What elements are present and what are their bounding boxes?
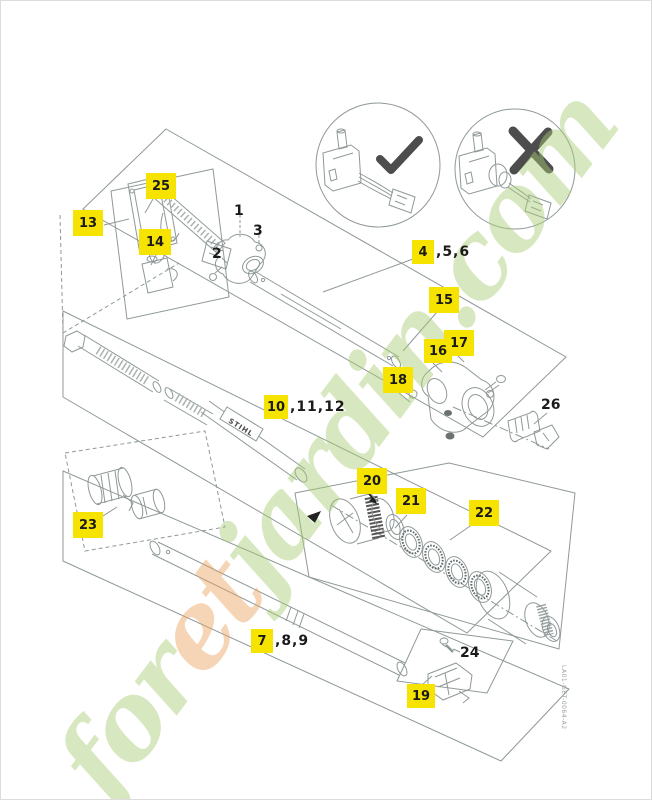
part-number-3: 3 <box>253 223 263 239</box>
bearing-ring-drawing <box>399 526 423 558</box>
direction-arrow-icon <box>307 511 321 523</box>
coupler-sleeve-drawing <box>87 466 166 520</box>
lower-tube-drawing <box>149 540 408 677</box>
part-label-18[interactable]: 18 <box>383 367 413 393</box>
incorrect-circle <box>454 108 576 230</box>
upper-tube-drawing <box>248 270 401 369</box>
switch-incorrect-drawing <box>458 131 552 220</box>
leader-lines <box>102 198 548 686</box>
part-label-23[interactable]: 23 <box>73 512 103 538</box>
part-label-16[interactable]: 16 <box>424 339 452 363</box>
part-number-26: 26 <box>541 397 561 413</box>
part-label-4-5-6[interactable]: 4,5,6 <box>412 240 470 264</box>
screw-17-drawing <box>484 375 506 394</box>
bearing-ring-drawing <box>445 556 469 588</box>
check-icon <box>376 136 423 174</box>
nut-drawing <box>444 410 452 416</box>
part-label-13[interactable]: 13 <box>73 210 103 236</box>
coupler-20-drawing <box>329 492 395 545</box>
nut-3-drawing <box>255 244 263 252</box>
washer-21-drawing <box>385 514 405 540</box>
washer-drawing <box>408 389 418 399</box>
drive-shaft-drawing: STIHL <box>63 330 308 483</box>
cross-icon <box>508 126 554 175</box>
part-label-10-11-12[interactable]: 10,11,12 <box>264 395 346 419</box>
part-label-19[interactable]: 19 <box>407 684 435 708</box>
bearing-ring-drawing <box>468 571 492 603</box>
part-label-20[interactable]: 20 <box>357 468 387 494</box>
screw-24-drawing <box>439 637 454 653</box>
gear-head-parts-drawing <box>307 490 561 645</box>
group-boxes <box>59 128 576 762</box>
part-label-25[interactable]: 25 <box>146 173 176 199</box>
gear-housing-22-drawing <box>475 570 561 645</box>
tube-end-fitting-drawing <box>427 662 473 704</box>
part-number-1: 1 <box>234 203 244 219</box>
part-label-14[interactable]: 14 <box>139 229 171 255</box>
document-code: LA01-GET-0064-A2 <box>560 665 567 730</box>
screw-2-drawing <box>209 273 217 281</box>
correct-circle <box>315 102 441 228</box>
bearing-ring-drawing <box>422 541 446 573</box>
part-label-7-8-9[interactable]: 7,8,9 <box>251 629 309 653</box>
part-label-21[interactable]: 21 <box>396 488 426 514</box>
hose-clamp-drawing <box>507 410 560 450</box>
switch-correct-drawing <box>322 128 416 214</box>
part-label-22[interactable]: 22 <box>469 500 499 526</box>
part-number-2: 2 <box>212 246 222 262</box>
washer-drawing <box>486 390 494 398</box>
instruction-circles <box>315 102 576 230</box>
nut-drawing <box>445 432 455 440</box>
clamp-housing-drawing <box>209 215 266 284</box>
part-number-24: 24 <box>460 645 480 661</box>
part-label-15[interactable]: 15 <box>429 287 459 313</box>
direction-arrow-icon <box>369 496 377 504</box>
